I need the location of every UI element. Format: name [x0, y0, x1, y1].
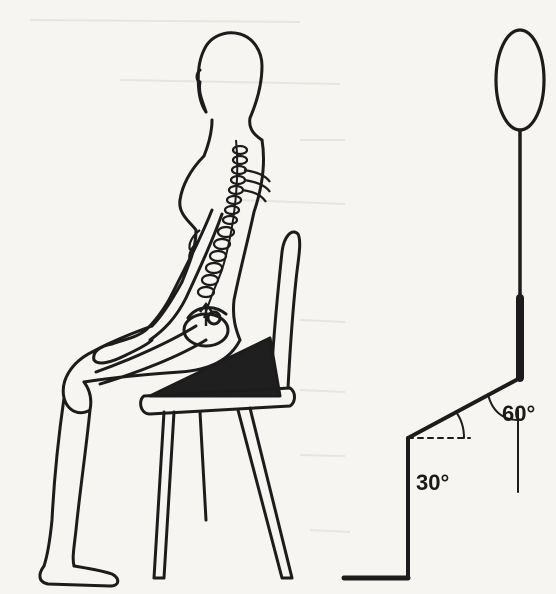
angle-label-30: 30°	[416, 472, 449, 494]
angle-label-60: 60°	[502, 403, 535, 425]
